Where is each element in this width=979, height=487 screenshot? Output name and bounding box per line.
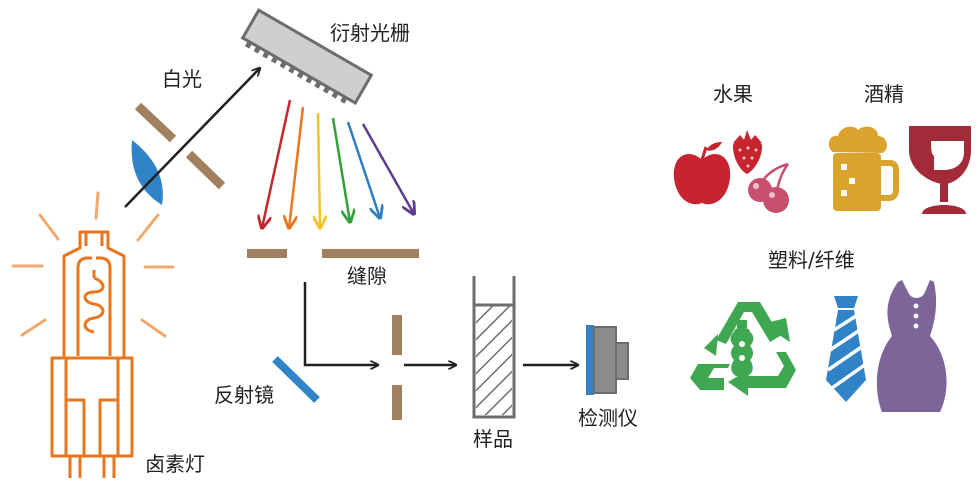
second-slit <box>392 315 402 420</box>
halogen-lamp-icon <box>11 191 175 478</box>
beam-path-down <box>303 282 378 365</box>
mirror-icon <box>272 356 320 403</box>
dress-icon <box>876 280 947 412</box>
detector-label: 检测仪 <box>578 406 638 430</box>
sample-label: 样品 <box>473 427 513 451</box>
strawberry-icon <box>732 130 763 174</box>
wine-glass-icon <box>909 126 971 214</box>
grating-label: 衍射光栅 <box>330 21 410 45</box>
ray-red <box>262 99 292 228</box>
white-light-label: 白光 <box>162 67 202 91</box>
fruit-label: 水果 <box>713 82 753 106</box>
plastic-fiber-label: 塑料/纤维 <box>768 248 855 272</box>
detector-icon <box>586 325 629 395</box>
lens-icon <box>131 140 163 205</box>
lamp-label: 卤素灯 <box>145 452 205 476</box>
lamp-glow-rays <box>11 191 175 338</box>
ray-violet <box>361 123 414 214</box>
tie-icon <box>826 296 868 402</box>
spectrum-rays <box>262 99 414 228</box>
slit-label: 缝隙 <box>347 264 387 288</box>
ray-yellow <box>318 112 320 228</box>
sample-cuvette-icon <box>472 276 516 419</box>
apple-icon <box>673 141 731 205</box>
alcohol-label: 酒精 <box>864 82 904 106</box>
ray-orange <box>289 106 305 228</box>
beer-mug-icon <box>828 126 899 211</box>
recycle-icon <box>690 302 796 396</box>
white-light-beam <box>124 68 260 208</box>
cherries-icon <box>748 162 790 213</box>
bottle-icon <box>730 320 754 376</box>
ray-green <box>331 117 350 222</box>
ray-blue <box>346 121 380 218</box>
aperture-plates <box>134 102 226 190</box>
mirror-label: 反射镜 <box>214 383 274 407</box>
slit-icon <box>247 249 419 258</box>
diffraction-grating-icon <box>240 8 374 105</box>
